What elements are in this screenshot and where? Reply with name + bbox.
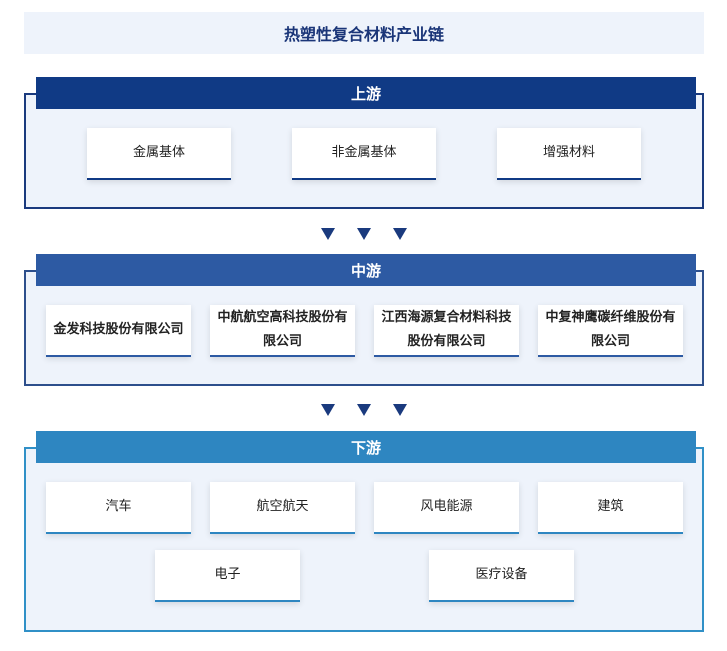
down-arrow-icon — [356, 228, 371, 240]
down-arrow-icon — [356, 404, 371, 416]
upstream-item-metal-matrix: 金属基体 — [87, 128, 231, 180]
down-arrow-icon — [392, 228, 407, 240]
midstream-header: 中游 — [36, 254, 696, 286]
downstream-item-aerospace: 航空航天 — [210, 482, 355, 534]
down-arrow-icon — [392, 404, 407, 416]
downstream-item-medical-devices: 医疗设备 — [429, 550, 574, 602]
down-arrow-icon — [320, 404, 335, 416]
upstream-item-reinforcement: 增强材料 — [497, 128, 641, 180]
downstream-item-electronics: 电子 — [155, 550, 300, 602]
upstream-panel: 上游 金属基体 非金属基体 增强材料 — [24, 77, 704, 209]
arrows-upstream-to-midstream — [0, 228, 727, 240]
downstream-header: 下游 — [36, 431, 696, 463]
upstream-header: 上游 — [36, 77, 696, 109]
upstream-item-nonmetal-matrix: 非金属基体 — [292, 128, 436, 180]
midstream-item-jiangxi-haiyuan: 江西海源复合材料科技股份有限公司 — [374, 305, 519, 357]
midstream-item-avic-hightech: 中航航空高科技股份有限公司 — [210, 305, 355, 357]
diagram-title: 热塑性复合材料产业链 — [24, 12, 704, 54]
downstream-item-automotive: 汽车 — [46, 482, 191, 534]
midstream-item-zhongfu-shenying: 中复神鹰碳纤维股份有限公司 — [538, 305, 683, 357]
midstream-panel: 中游 金发科技股份有限公司 中航航空高科技股份有限公司 江西海源复合材料科技股份… — [24, 254, 704, 386]
arrows-midstream-to-downstream — [0, 404, 727, 416]
down-arrow-icon — [320, 228, 335, 240]
downstream-panel: 下游 汽车 航空航天 风电能源 建筑 电子 医疗设备 — [24, 431, 704, 632]
midstream-item-kingfa: 金发科技股份有限公司 — [46, 305, 191, 357]
downstream-item-wind-energy: 风电能源 — [374, 482, 519, 534]
downstream-item-construction: 建筑 — [538, 482, 683, 534]
